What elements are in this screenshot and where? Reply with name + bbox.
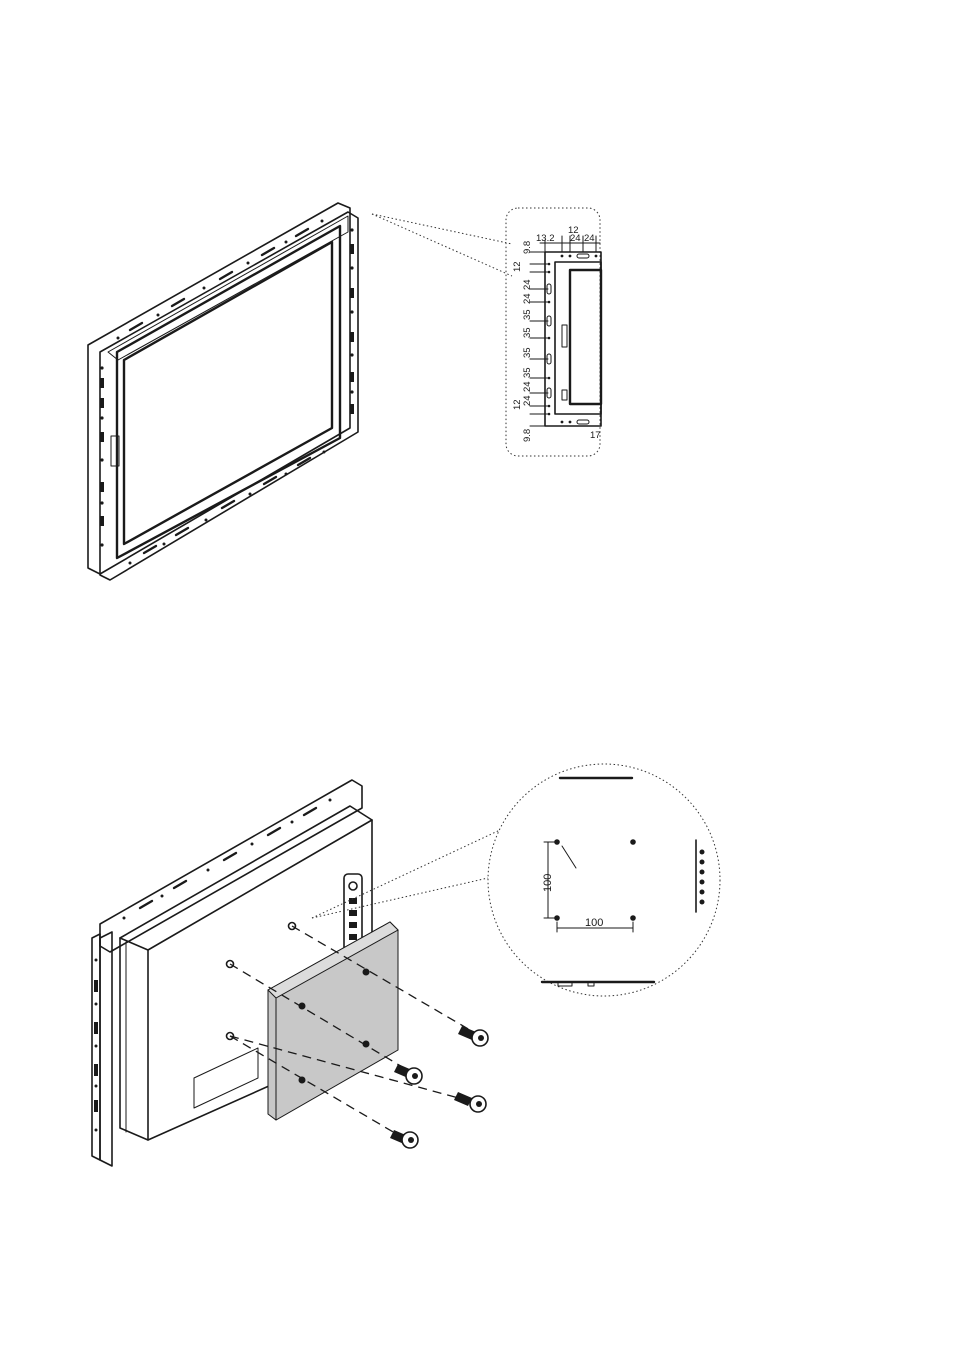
dimension-detail-box: 13.2 12 24 24 9.8 12 24 24 35 35 35 35 2… [506, 208, 601, 456]
bottom-flange-slots [129, 451, 326, 565]
open-frame-monitor-front [88, 203, 358, 580]
dim-label-side: 24 [522, 279, 533, 290]
top-flange-slots [117, 220, 324, 340]
dim-label-top-24b: 24 [584, 233, 595, 244]
vesa-mount-plate [268, 922, 398, 1120]
callout-line [372, 214, 512, 276]
dim-label-side: 24 [522, 381, 533, 392]
dim-label-corner-17: 17 [590, 430, 601, 441]
dim-label-side: 9.8 [522, 429, 533, 442]
dim-label-side: 35 [522, 309, 533, 320]
dim-label-side: 12 [512, 261, 523, 272]
dim-label-side: 35 [522, 367, 533, 378]
dim-label-top-13-2: 13.2 [536, 233, 555, 244]
dim-label-side: 12 [512, 399, 523, 410]
dim-label-side: 24 [522, 293, 533, 304]
mounting-screw-icon [454, 1092, 486, 1112]
dim-label-side: 9.8 [522, 241, 533, 254]
dim-label-side: 35 [522, 347, 533, 358]
mounting-screw-icon [458, 1026, 488, 1046]
dim-label-side: 35 [522, 327, 533, 338]
rear-top-flange-slots [123, 799, 332, 920]
vesa-vertical-dim: 100 [542, 874, 554, 892]
vesa-horizontal-dim: 100 [585, 917, 603, 929]
mounting-screw-icon [394, 1064, 422, 1084]
callout-line [372, 214, 512, 244]
rear-left-flange-slots [94, 959, 98, 1132]
dim-label-side: 24 [522, 395, 533, 406]
dim-label-top-24a: 24 [570, 233, 581, 244]
callout-line [312, 878, 488, 918]
vesa-hole-pattern-detail: 100 100 [488, 764, 720, 996]
mounting-screw-icon [390, 1130, 418, 1148]
callout-line [312, 830, 500, 918]
